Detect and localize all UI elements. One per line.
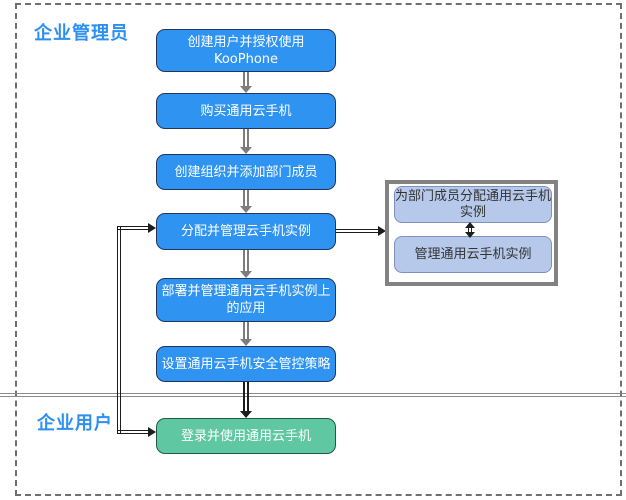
- arrowhead-down-icon: [240, 206, 252, 213]
- flow-step-purchase-phone: 购买通用云手机: [156, 93, 336, 129]
- flow-step-create-org: 创建组织并添加部门成员: [156, 154, 336, 190]
- arrow-security-to-login: [240, 382, 252, 418]
- arrow-purchase-to-create-org: [240, 129, 252, 154]
- arrowhead-down-icon: [240, 339, 252, 346]
- lane-divider: [0, 393, 626, 397]
- arrowhead-down-icon: [240, 86, 252, 93]
- connector-top-segment: [117, 226, 148, 230]
- flow-step-allocate-manage: 分配并管理云手机实例: [156, 213, 336, 250]
- connector-vertical-line: [117, 226, 121, 434]
- flow-step-security-policy: 设置通用云手机安全管控策略: [156, 346, 336, 382]
- flow-step-login-use: 登录并使用通用云手机: [156, 418, 336, 454]
- connector-bottom-arrowhead-icon: [148, 427, 156, 437]
- arrowhead-right-icon: [378, 226, 386, 236]
- lane-label-user: 企业用户: [37, 413, 113, 434]
- arrow-create-user-to-purchase: [240, 72, 252, 93]
- arrow-shaft: [468, 228, 472, 232]
- lane-label-admin: 企业管理员: [34, 23, 129, 44]
- arrow-shaft: [243, 190, 249, 206]
- arrow-shaft: [243, 322, 249, 339]
- arrowhead-down-icon: [240, 147, 252, 154]
- arrowhead-down-icon: [240, 271, 252, 278]
- side-panel-item-manage-instances: 管理通用云手机实例: [394, 236, 552, 273]
- arrow-shaft: [243, 129, 249, 147]
- arrow-shaft: [243, 250, 249, 271]
- arrowhead-down-icon: [240, 411, 252, 418]
- arrow-create-org-to-allocate: [240, 190, 252, 213]
- diagram-dashed-border: [15, 3, 622, 496]
- arrowhead-up-icon: [465, 222, 475, 228]
- arrow-deploy-to-security: [240, 322, 252, 346]
- arrow-allocate-to-side-panel: [336, 229, 378, 233]
- flow-step-create-user: 创建用户并授权使用 KooPhone: [156, 29, 336, 72]
- connector-top-arrowhead-icon: [148, 223, 156, 233]
- arrowhead-down-icon: [465, 232, 475, 238]
- arrow-shaft: [243, 382, 249, 411]
- arrow-allocate-to-deploy: [240, 250, 252, 278]
- side-panel-item-assign-instances: 为部门成员分配通用云手机实例: [394, 186, 552, 223]
- connector-bottom-segment: [117, 430, 148, 434]
- flow-step-deploy-apps: 部署并管理通用云手机实例上的应用: [156, 278, 336, 322]
- side-panel-bidirectional-arrow: [465, 222, 475, 238]
- arrow-shaft: [243, 72, 249, 86]
